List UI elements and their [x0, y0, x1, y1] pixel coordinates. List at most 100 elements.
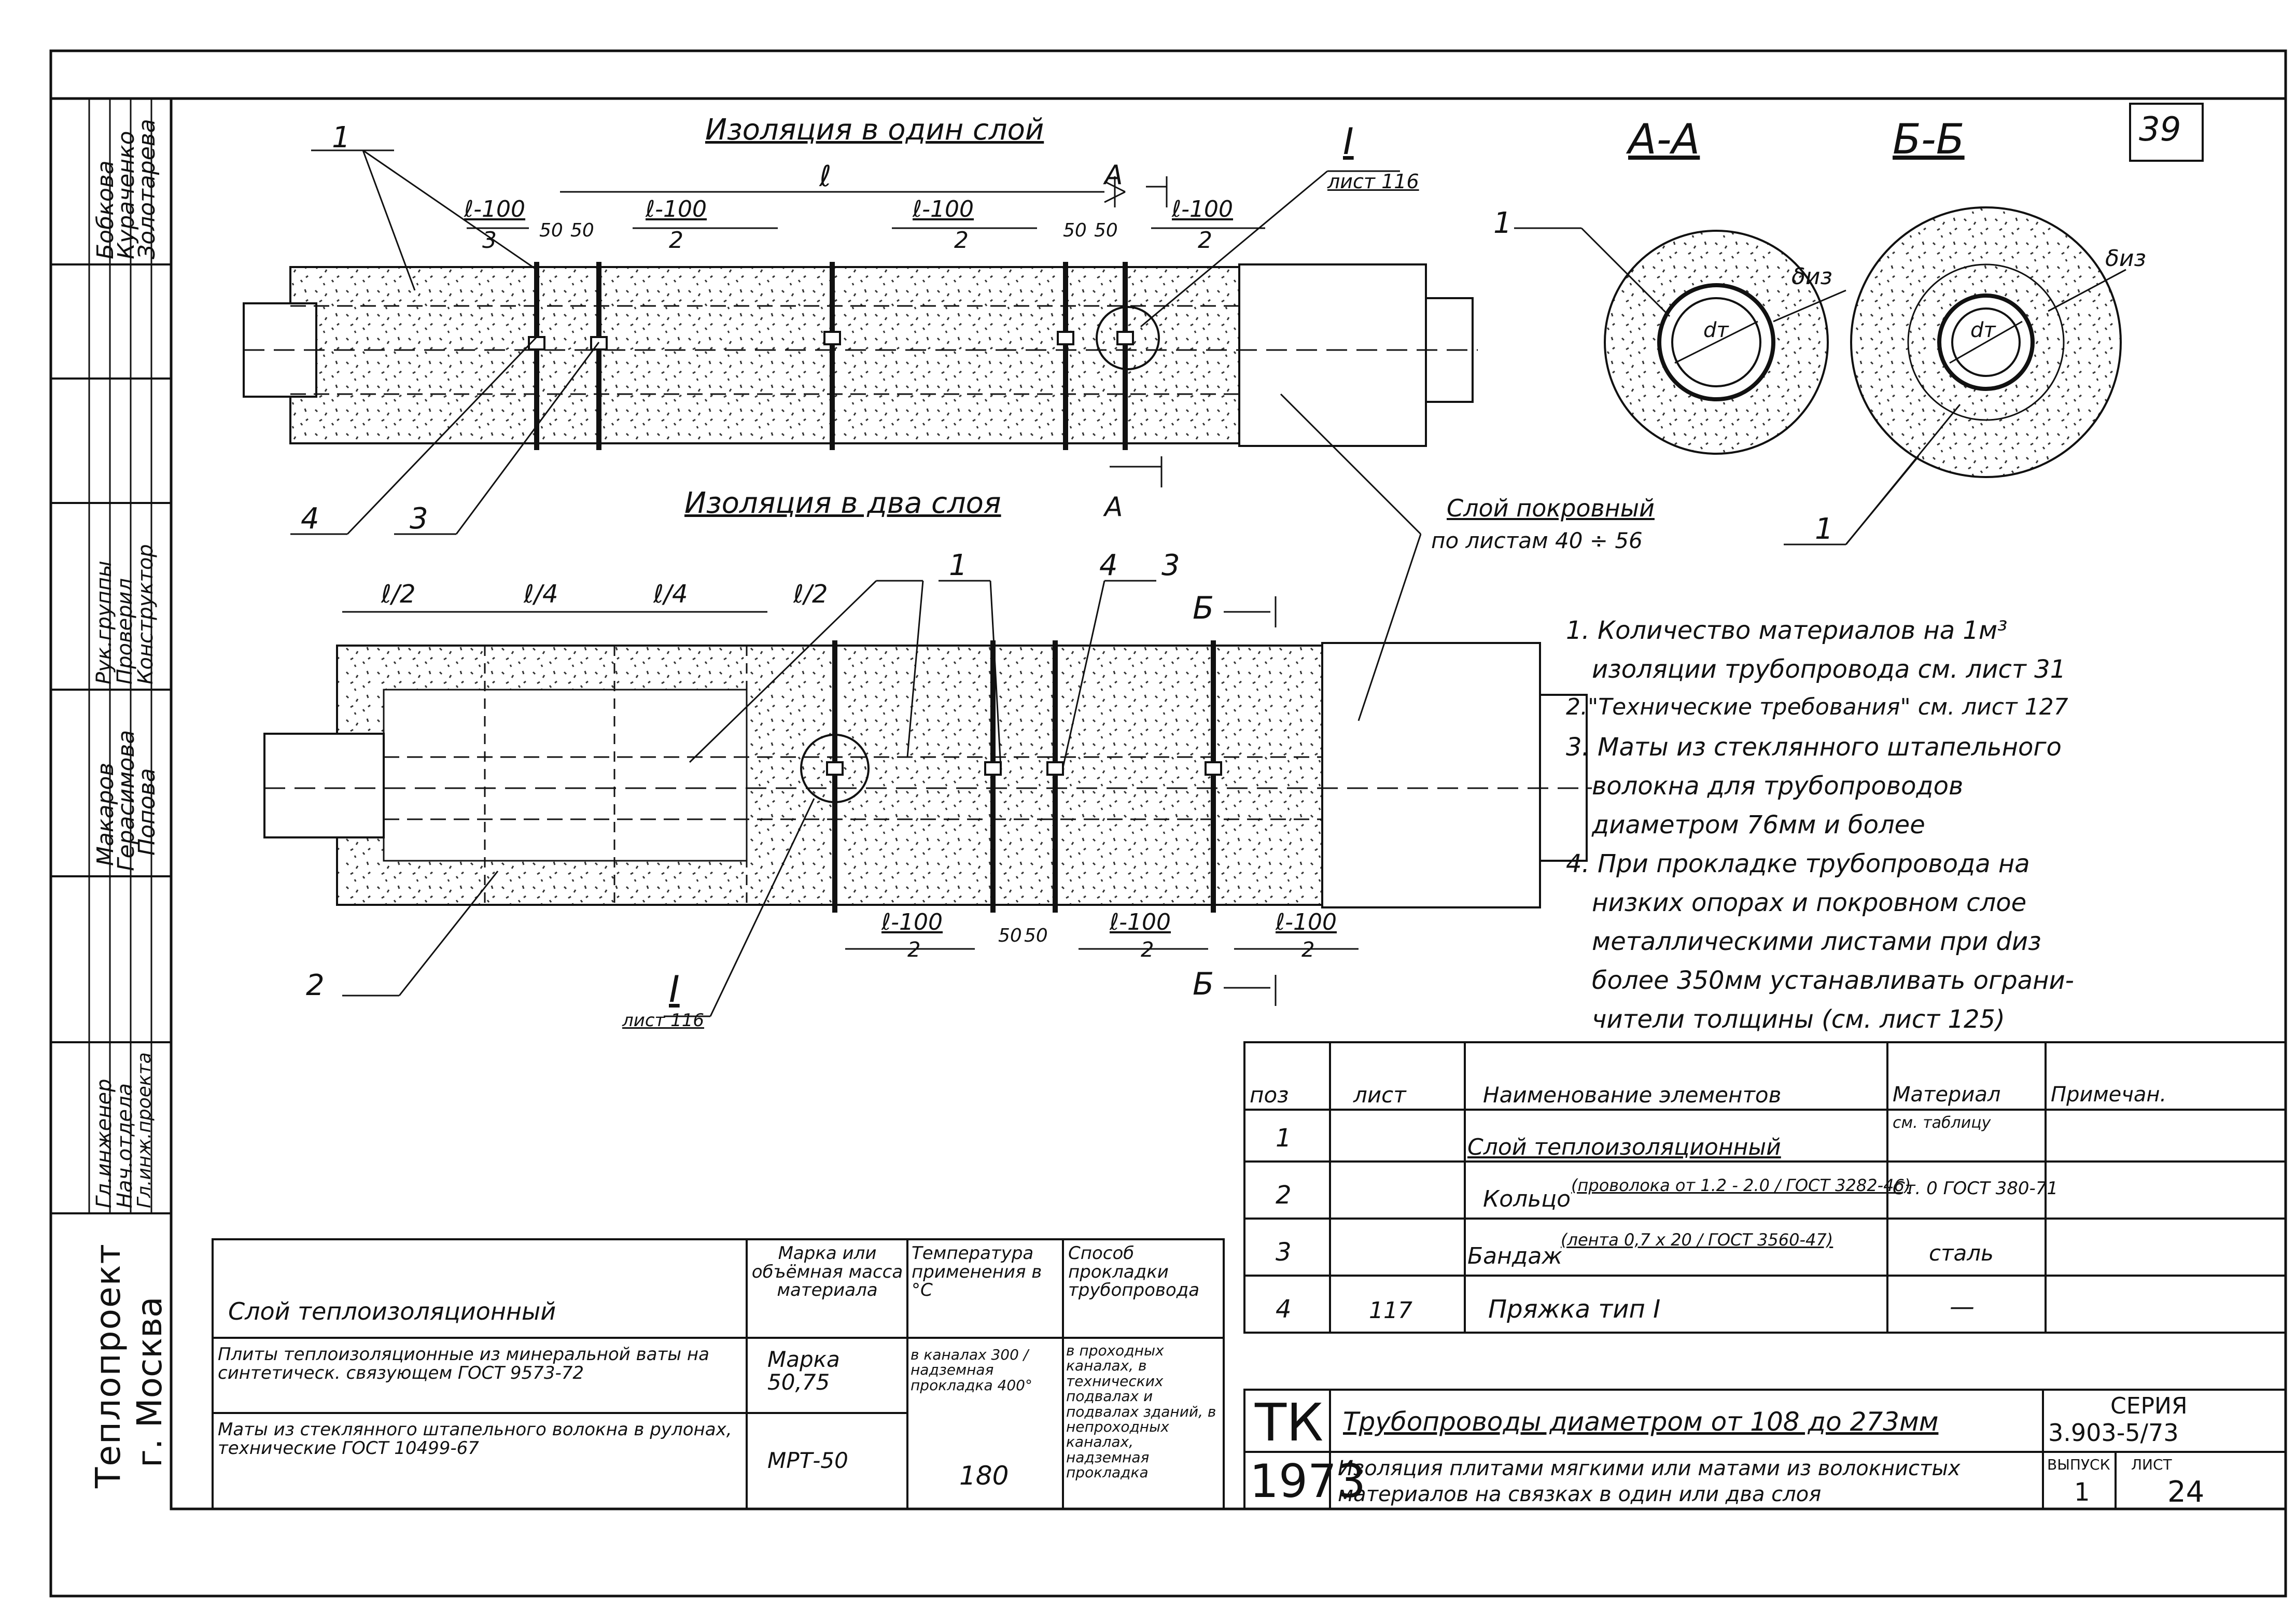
- pos-label: 2: [306, 969, 325, 1002]
- stamp-name: Золотарева: [134, 119, 160, 259]
- page-number: 39: [2139, 110, 2181, 149]
- dim-50: 50: [1063, 220, 1087, 241]
- dim-l100: ℓ-100: [464, 196, 526, 222]
- layer-row-temp: в каналах 300 / надземная прокладка 400°: [911, 1346, 1032, 1394]
- callout-sheet: лист 116: [622, 1010, 705, 1031]
- title-main: Трубопроводы диаметром от 108 до 273мм: [1343, 1407, 1939, 1437]
- dim-50: 50: [1094, 220, 1118, 241]
- spec-sheet: 117: [1369, 1297, 1412, 1324]
- layer-row-temp: 180: [959, 1461, 1009, 1491]
- dim-l2: ℓ/2: [381, 580, 416, 609]
- spec-pos: 1: [1276, 1124, 1292, 1153]
- dim-den: 2: [1301, 938, 1315, 962]
- note-line: металлическими листами при dиз: [1592, 927, 2041, 956]
- spec-header: лист: [1353, 1082, 1406, 1108]
- top-view-title: Изоляция в один слой: [705, 113, 1044, 147]
- diameter-label: dт: [1703, 318, 1729, 342]
- cut-label-a: А: [1104, 160, 1123, 191]
- dim-l100: ℓ-100: [1110, 909, 1171, 935]
- spec-name: Кольцо: [1483, 1186, 1571, 1212]
- series-label: СЕРИЯ: [2110, 1393, 2188, 1419]
- spec-material: см. таблицу: [1893, 1114, 1991, 1132]
- note-line: 4. При прокладке трубопровода на: [1566, 849, 2030, 878]
- callout-I: I: [1343, 120, 1354, 163]
- dim-den: 2: [669, 227, 683, 254]
- layer-method: в проходных каналах, в технических подва…: [1066, 1342, 1216, 1481]
- issue-value: 1: [2074, 1478, 2090, 1507]
- sheet-value: 24: [2167, 1475, 2205, 1509]
- stamp-name: Попова: [134, 768, 160, 856]
- dim-l4: ℓ/4: [524, 580, 558, 609]
- pos-label: 1: [1493, 206, 1512, 240]
- spec-name: Слой теплоизоляционный: [1467, 1134, 1781, 1160]
- note-line: более 350мм устанавливать ограни-: [1592, 966, 2074, 995]
- dim-l4: ℓ/4: [653, 580, 688, 609]
- layer-header: Температура применения в °С: [912, 1243, 1042, 1301]
- bottom-view-title: Изоляция в два слоя: [684, 486, 1001, 520]
- dim-50: 50: [998, 925, 1022, 946]
- pos-label: 1: [949, 549, 968, 582]
- spec-header: Материал: [1893, 1083, 2001, 1107]
- cut-label-a: А: [1104, 492, 1123, 523]
- pos-label: 4: [301, 502, 319, 536]
- note-line: диаметром 76мм и более: [1592, 810, 1925, 840]
- cover-label: по листам 40 ÷ 56: [1431, 528, 1643, 553]
- note-line: изоляции трубопровода см. лист 31: [1592, 655, 2066, 684]
- series-value: 3.903-5/73: [2048, 1419, 2179, 1447]
- top-pipe-drawing: [243, 149, 1478, 535]
- title-code-bottom: 1973: [1250, 1454, 1366, 1508]
- layer-row-mark: Марка 50,75: [767, 1347, 840, 1395]
- layer-header: Слой теплоизоляционный: [228, 1297, 556, 1325]
- dim-50: 50: [1024, 925, 1048, 946]
- org-city: г. Москва: [130, 1296, 170, 1467]
- pos-label: 4: [1099, 549, 1118, 582]
- layer-table-grid: [212, 1238, 1225, 1510]
- layer-row-material: Маты из стеклянного штапельного волокна …: [218, 1419, 732, 1459]
- pos-label: 3: [1161, 549, 1180, 582]
- note-line: 1. Количество материалов на 1м³: [1566, 616, 2008, 645]
- layer-row-material: Плиты теплоизоляционные из минеральной в…: [218, 1344, 709, 1383]
- spec-pos: 2: [1276, 1181, 1292, 1210]
- org-name: Теплопроект: [88, 1243, 128, 1488]
- dim-den: 2: [907, 938, 921, 962]
- title-block-grid: [1243, 1389, 2287, 1510]
- spec-header: Наименование элементов: [1483, 1082, 1782, 1108]
- spec-name: Пряжка тип I: [1488, 1295, 1661, 1324]
- dim-den: 2: [954, 227, 969, 254]
- dim-l100: ℓ-100: [1276, 909, 1337, 935]
- pos-label: 1: [1815, 512, 1833, 546]
- layer-header: Способ прокладки трубопровода: [1068, 1243, 1200, 1301]
- note-line: чители толщины (см. лист 125): [1592, 1005, 2005, 1034]
- thickness-label: δиз: [2105, 245, 2146, 272]
- title-code-top: ТК: [1255, 1392, 1324, 1453]
- sheet-label: ЛИСТ: [2131, 1456, 2172, 1473]
- layer-header: Марка или объёмная масса материала: [751, 1243, 903, 1301]
- spec-header: поз: [1250, 1082, 1289, 1108]
- dim-l: ℓ: [819, 160, 832, 193]
- note-line: 2."Технические требования" см. лист 127: [1566, 694, 2068, 720]
- note-line: 3. Маты из стеклянного штапельного: [1566, 733, 2062, 762]
- dim-l100: ℓ-100: [1172, 196, 1234, 222]
- dim-den: 2: [1141, 938, 1154, 962]
- dim-l100: ℓ-100: [881, 909, 943, 935]
- title-sub: материалов на связках в один или два сло…: [1338, 1482, 1822, 1506]
- dim-den: 2: [1198, 227, 1212, 254]
- cut-label-b: Б: [1193, 966, 1214, 1002]
- spec-name-detail: (лента 0,7 x 20 / ГОСТ 3560-47): [1561, 1230, 1833, 1250]
- dim-l2: ℓ/2: [793, 580, 828, 609]
- spec-pos: 3: [1276, 1238, 1292, 1267]
- note-line: низких опорах и покровном слое: [1592, 888, 2027, 917]
- dim-l100: ℓ-100: [913, 196, 974, 222]
- stamp-role: Гл.инж.проекта: [134, 1052, 155, 1208]
- section-aa-drawing: [1514, 227, 1846, 455]
- callout-sheet: лист 116: [1327, 170, 1419, 193]
- diameter-label: dт: [1970, 318, 1996, 342]
- bottom-pipe-drawing: [263, 534, 1592, 1017]
- spec-material: сталь: [1929, 1240, 1994, 1266]
- callout-I: I: [669, 968, 680, 1011]
- section-bb-title: Б-Б: [1893, 115, 1965, 163]
- spec-pos: 4: [1276, 1295, 1292, 1324]
- dim-den: 3: [482, 227, 497, 254]
- pos-label: 1: [332, 121, 351, 155]
- spec-name: Бандаж: [1467, 1243, 1562, 1269]
